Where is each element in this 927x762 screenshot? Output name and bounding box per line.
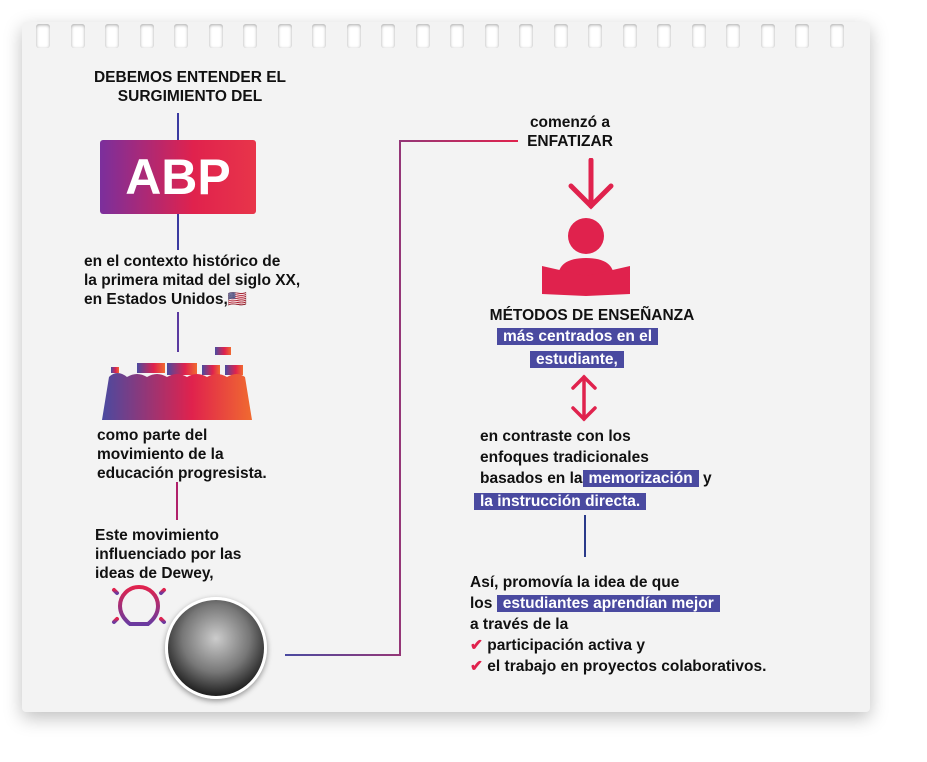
methods-highlight: estudiante, [530, 350, 624, 369]
binding-hole [277, 24, 292, 48]
binding-hole [243, 24, 257, 48]
arrow-down-icon [568, 158, 614, 210]
context-line: en el contexto histórico de [84, 253, 281, 270]
dewey-line: ideas de Dewey, [95, 565, 214, 582]
binding-hole [208, 24, 223, 48]
contrast-text: en contraste con los enfoques tradiciona… [474, 426, 712, 512]
contrast-line: en contraste con los [480, 428, 631, 445]
dewey-line: Este movimiento [95, 527, 220, 544]
lightbulb-icon [106, 585, 172, 634]
context-text: en el contexto histórico de la primera m… [84, 252, 300, 309]
contrast-line: basados en la [480, 470, 583, 487]
abp-label: ABP [125, 149, 231, 205]
highlight-text: estudiantes aprendían mejor [496, 595, 720, 612]
dewey-line: influenciado por las [95, 546, 242, 563]
movement-line: movimiento de la [97, 446, 224, 463]
intro-text: DEBEMOS ENTENDER EL SURGIMIENTO DEL [70, 68, 310, 106]
us-flag-icon: 🇺🇸 [227, 291, 248, 308]
intro-line: DEBEMOS ENTENDER EL [93, 69, 287, 86]
binding-hole [691, 24, 706, 48]
binding-hole [450, 24, 464, 48]
binding-hole [105, 24, 119, 48]
binding-hole [829, 24, 844, 48]
conclusion-line: los [470, 595, 497, 612]
highlight-text: la instrucción directa. [474, 493, 647, 510]
binding-hole [553, 24, 568, 48]
began-line: ENFATIZAR [527, 133, 613, 150]
began-text: comenzó a ENFATIZAR [500, 113, 640, 151]
conclusion-text: Así, promovía la idea de que los estudia… [470, 572, 766, 677]
context-line: la primera mitad del siglo XX, [84, 272, 301, 289]
binding-hole [174, 24, 188, 48]
binding-hole [139, 24, 154, 48]
movement-line: educación progresista. [97, 465, 267, 482]
check-icon: ✔ [470, 637, 488, 654]
binding-hole [588, 24, 602, 48]
movement-line: como parte del [97, 427, 208, 444]
highlight-text: más centrados en el [497, 328, 659, 345]
binding-hole [36, 24, 50, 48]
movement-text: como parte del movimiento de la educació… [97, 426, 267, 483]
context-line: en Estados Unidos, [84, 291, 228, 308]
dewey-portrait [165, 597, 267, 699]
binding-hole [622, 24, 637, 48]
binding-hole [346, 24, 361, 48]
check-item: el trabajo en proyectos colaborativos. [487, 658, 767, 675]
binding-hole [484, 24, 499, 48]
conclusion-line: Así, promovía la idea de que [470, 574, 680, 591]
binding-hole [312, 24, 326, 48]
binding-hole [519, 24, 533, 48]
check-item: participación activa y [487, 637, 645, 654]
binding-hole [726, 24, 740, 48]
binding-hole [760, 24, 775, 48]
conclusion-line: a través de la [470, 616, 569, 633]
student-reading-icon [542, 218, 630, 296]
highlight-text: memorización [582, 470, 699, 487]
methods-title: MÉTODOS DE ENSEÑANZA [489, 307, 695, 324]
binding-hole [70, 24, 85, 48]
binding-hole [657, 24, 671, 48]
intro-line: SURGIMIENTO DEL [117, 88, 263, 105]
began-line: comenzó a [529, 114, 611, 131]
methods-highlight: más centrados en el [497, 327, 659, 346]
binding-hole [415, 24, 430, 48]
binding-hole [381, 24, 395, 48]
contrast-line: y [698, 470, 712, 487]
protest-crowd-icon [102, 347, 252, 420]
highlight-text: estudiante, [530, 351, 624, 368]
contrast-line: enfoques tradicionales [480, 449, 649, 466]
abp-box: ABP [100, 140, 256, 214]
binding-hole [795, 24, 809, 48]
double-arrow-icon [571, 374, 597, 422]
check-icon: ✔ [470, 658, 488, 675]
dewey-text: Este movimiento influenciado por las ide… [95, 526, 241, 583]
